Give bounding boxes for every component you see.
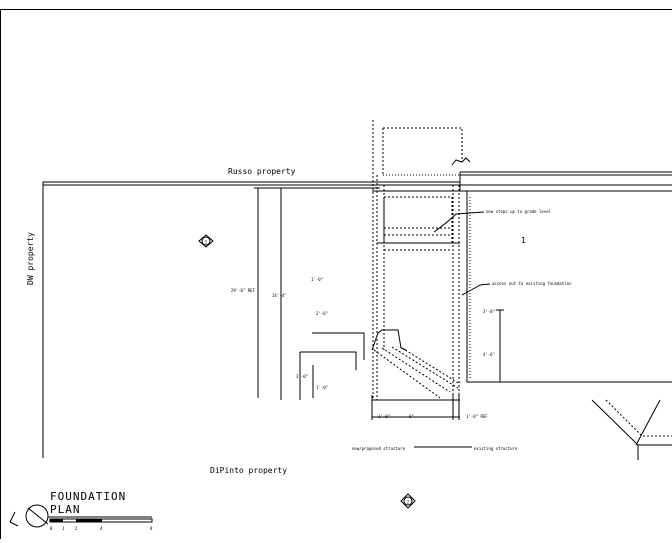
leader-access [461, 283, 491, 296]
north-arrow-icon [9, 504, 49, 528]
note-structure-new: new/proposed structure [352, 446, 406, 451]
dim-step-small-label: 1'-0" [316, 385, 328, 390]
note-new-stairs: new steps up to grade level [486, 209, 552, 214]
property-line-dw [42, 181, 460, 453]
dim-bottom-a-label: 6" [409, 414, 414, 419]
dim-right-lower-label: 4'-6" [483, 352, 495, 357]
dim-bottom-b-label: 1'-0" REF [466, 414, 488, 419]
scale-tick-2: 2 [75, 526, 78, 531]
dim-small-a-label: 1'-0" [311, 277, 323, 282]
drawing-title-line2: PLAN [50, 503, 81, 516]
scale-tick-0: 0 [50, 526, 53, 531]
dim-small-b-label: 2'-6" [316, 311, 328, 316]
scale-bar [49, 518, 153, 523]
scale-tick-1: 1 [62, 526, 65, 531]
break-line [451, 157, 471, 166]
label-south-property: DiPinto property [210, 466, 287, 475]
dim-left-short-label: 14'-4" [272, 293, 286, 298]
circle-marker-2: 2 [400, 493, 416, 509]
ramp-line-3 [391, 346, 459, 389]
ramp-detail-inner [605, 399, 672, 437]
circle-marker-1-label: 1 [205, 240, 208, 245]
ramp-line-4 [401, 347, 461, 385]
label-north-property: Russo property [228, 167, 296, 176]
ramp-line-2 [381, 347, 451, 393]
note-access: access out to existing foundation [492, 281, 572, 286]
circle-marker-1: 1 [198, 234, 214, 248]
drawing-title-line1: FOUNDATION [50, 490, 126, 503]
upper-box-dashed [383, 127, 463, 162]
existing-structure-outline [466, 191, 672, 383]
leader-stairs [433, 211, 485, 233]
circle-marker-2-label: 2 [407, 500, 410, 505]
ramp-line-1 [373, 349, 441, 399]
step-outline-2 [312, 332, 365, 360]
dim-step-height-label: 3'-0" [296, 374, 308, 379]
dim-right-upper-label: 3'-0" [483, 309, 495, 314]
label-west-property: DW property [26, 232, 35, 285]
dim-left-long-label: 29'-6" REF [231, 288, 256, 293]
note-structure-existing: existing structure [474, 446, 518, 451]
stair-box [383, 196, 453, 244]
ramp-detail-outer [591, 399, 672, 446]
room-mark: 1 [521, 236, 526, 245]
dim-bottom-c-label: 1'-0" [378, 414, 390, 419]
scale-tick-4: 8 [150, 526, 153, 531]
step-outline [300, 351, 357, 370]
scale-tick-3: 4 [100, 526, 103, 531]
ramp-detail-cut [635, 399, 661, 446]
